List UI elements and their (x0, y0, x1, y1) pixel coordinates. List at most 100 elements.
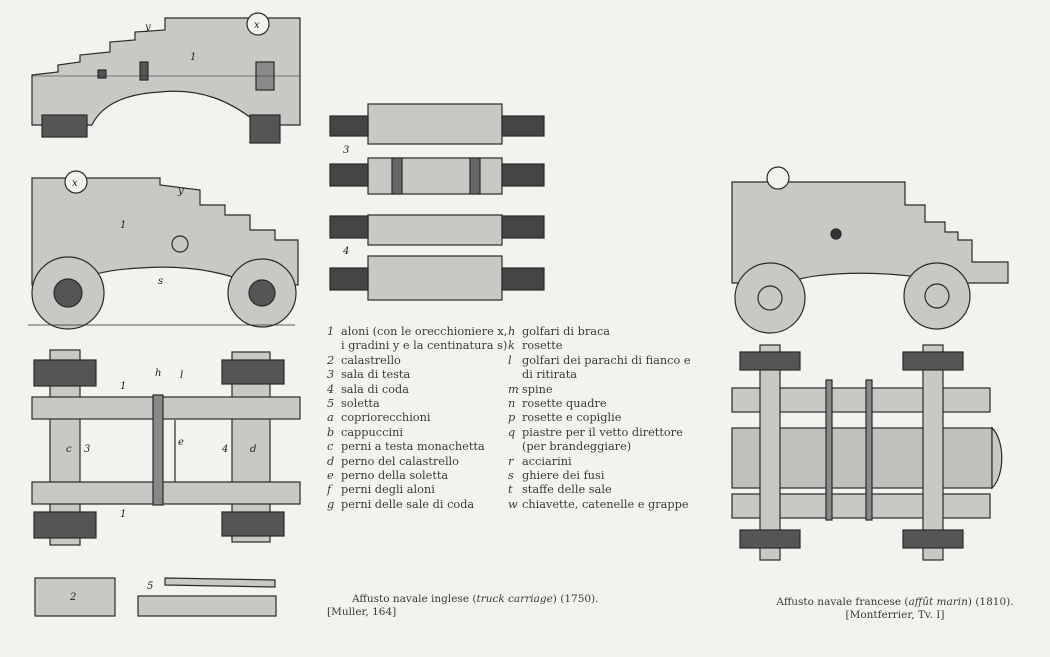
caption-text: Affusto navale inglese ( (352, 593, 477, 605)
legend-text: spine (522, 382, 553, 396)
label-s: s (158, 276, 163, 287)
caption-text: Affusto navale francese ( (776, 596, 909, 608)
legend-text: rosette quadre (522, 397, 607, 411)
legend-item: (per brandeggiare) (508, 440, 691, 454)
label-4-axle: 4 (342, 246, 349, 257)
legend-key: m (508, 382, 519, 396)
legend-text: golfari di braca (522, 325, 611, 338)
legend-text: perni delle sale di coda (341, 497, 475, 511)
legend-text: staffe delle sale (522, 483, 612, 497)
legend-text: calastrello (341, 353, 401, 367)
legend-text: i gradini y e la centinatura s) (341, 339, 508, 353)
legend-item: i gradini y e la centinatura s) (327, 339, 507, 353)
legend-key: t (508, 483, 513, 497)
legend-text: cappuccini (341, 425, 403, 439)
legend-item: k rosette (508, 339, 691, 353)
legend-key: 3 (327, 368, 335, 382)
legend-key: n (508, 397, 516, 411)
legend-item: 3 sala di testa (327, 368, 507, 382)
label-3-axle: 3 (343, 145, 349, 156)
label-c-plan: c (66, 444, 72, 455)
legend-text: perno della soletta (341, 469, 449, 483)
label-3-plan: 3 (84, 444, 90, 455)
caption-french-source: [Montferrier, Tv. I] (845, 609, 945, 621)
legend-key: a (327, 411, 334, 425)
label-1-top: 1 (190, 52, 196, 63)
legend-key: g (327, 497, 335, 511)
caption-text: ) (1810). (967, 596, 1014, 608)
label-x-top: x (254, 20, 260, 31)
label-1-plan-b: 1 (120, 509, 126, 520)
legend-key: q (508, 425, 516, 439)
legend-item: w chiavette, catenelle e grappe (508, 498, 691, 512)
caption-french: Affusto navale francese (affût marin) (1… (760, 596, 1030, 622)
label-1-side: 1 (120, 220, 126, 231)
legend-key: 5 (327, 397, 335, 411)
legend-text: soletta (341, 397, 380, 411)
caption-french-title: Affusto navale francese (affût marin) (1… (760, 596, 1030, 609)
label-d-plan: d (250, 444, 256, 455)
legend-key (508, 440, 522, 454)
caption-italic: truck carriage (476, 593, 553, 605)
label-y-top: y (144, 22, 151, 33)
legend-key: 4 (327, 382, 335, 396)
label-2: 2 (69, 592, 76, 603)
legend-key: d (327, 454, 335, 468)
legend-text: rosette e copiglie (522, 411, 622, 425)
legend-text: perno del calastrello (341, 454, 459, 468)
legend-key (508, 368, 522, 382)
legend-item: d perno del calastrello (327, 455, 507, 469)
legend-key (327, 339, 341, 353)
caption-english-title: Affusto navale inglese (truck carriage) … (327, 593, 598, 606)
legend-item: n rosette quadre (508, 397, 691, 411)
legend-text: sala di testa (341, 368, 411, 382)
legend-key: c (327, 440, 334, 454)
legend-key: k (508, 339, 515, 353)
legend-key: f (327, 483, 332, 497)
label-e-plan: e (178, 437, 184, 448)
legend-key: 1 (327, 325, 335, 338)
caption-english: Affusto navale inglese (truck carriage) … (327, 593, 598, 619)
legend-key: s (508, 469, 514, 483)
legend-text: perni a testa monachetta (341, 440, 485, 454)
caption-italic: affût marin (908, 596, 968, 608)
caption-english-source: [Muller, 164] (327, 606, 397, 618)
legend-text: rosette (522, 339, 563, 353)
legend-key: e (327, 469, 334, 483)
legend-text: chiavette, catenelle e grappe (522, 497, 689, 511)
legend-item: l golfari dei parachi di fianco e (508, 354, 691, 368)
label-l-plan: l (180, 370, 183, 381)
legend-key: l (508, 353, 512, 367)
axles (329, 103, 545, 301)
legend-item: c perni a testa monachetta (327, 440, 507, 454)
label-x-side: x (72, 178, 78, 189)
legend-text: golfari dei parachi di fianco e (522, 353, 691, 367)
legend-text: copriorecchioni (341, 411, 431, 425)
english-side-view-wheels (28, 170, 299, 330)
english-plan-view (31, 349, 301, 546)
legend-item: 5 soletta (327, 397, 507, 411)
caption-text: ) (1750). (552, 593, 599, 605)
legend-text: acciarini (522, 454, 572, 468)
legend-key: w (508, 497, 518, 511)
legend-text: piastre per il vetto direttore (522, 425, 683, 439)
legend-item: t staffe delle sale (508, 483, 691, 497)
label-4-plan: 4 (221, 444, 228, 455)
part-soletta (137, 577, 277, 617)
legend-item: g perni delle sale di coda (327, 498, 507, 512)
part-calastrello (34, 577, 116, 617)
french-plan-view (731, 344, 1003, 561)
legend-item: q piastre per il vetto direttore (508, 426, 691, 440)
